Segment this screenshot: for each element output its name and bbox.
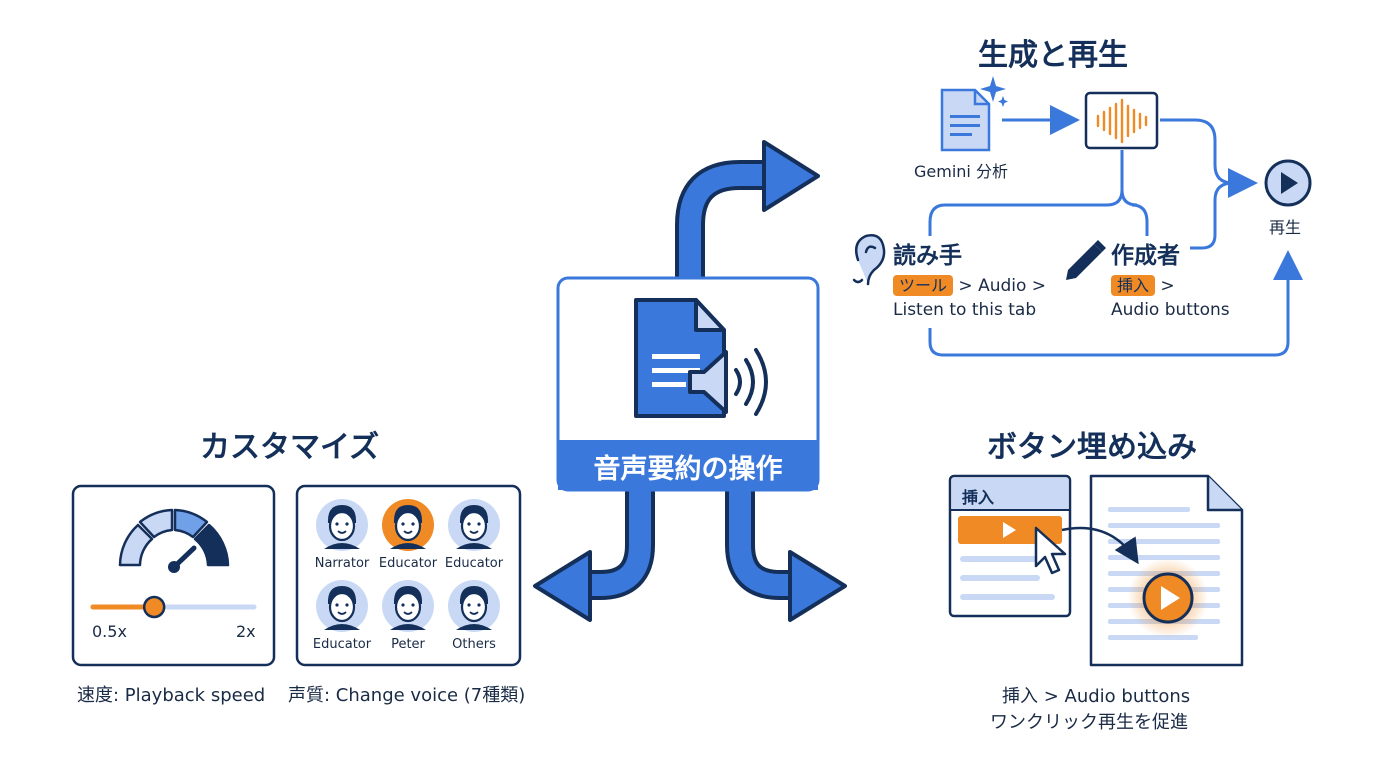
main-branch-arrows bbox=[533, 140, 847, 622]
educator-female-avatar-icon[interactable] bbox=[382, 499, 434, 551]
center-card bbox=[556, 276, 820, 492]
gemini-analysis-label: Gemini 分析 bbox=[914, 162, 1008, 181]
voice-name-label: Educator bbox=[312, 637, 372, 652]
cursor-pointer-icon bbox=[1034, 526, 1067, 575]
educator-avatar-icon[interactable] bbox=[316, 580, 368, 632]
embed-title: ボタン埋め込み bbox=[987, 430, 1197, 465]
others-avatar-icon[interactable] bbox=[448, 580, 500, 632]
creator-menu-path: 挿入 > bbox=[1111, 272, 1175, 296]
voice-name-label: Educator bbox=[444, 556, 504, 571]
ear-icon bbox=[852, 234, 886, 286]
speed-slider-thumb bbox=[142, 595, 166, 619]
reader-path-rest: > Audio > bbox=[958, 276, 1047, 296]
embed-section bbox=[948, 474, 1244, 667]
branch-line bbox=[928, 150, 1124, 236]
embed-caption-line1: 挿入 > Audio buttons bbox=[1002, 686, 1191, 707]
speed-slider[interactable] bbox=[90, 595, 257, 619]
creator-insert-tag: 挿入 bbox=[1111, 275, 1156, 296]
speed-min-label: 0.5x bbox=[92, 622, 127, 641]
arrow-head-down-right bbox=[788, 550, 847, 622]
voice-name-label: Narrator bbox=[314, 556, 370, 571]
creator-path-line2: Audio buttons bbox=[1111, 300, 1230, 320]
sparkle-small-icon bbox=[998, 96, 1008, 107]
arrow-reader-to-play bbox=[928, 250, 1303, 357]
narrator-avatar-icon[interactable] bbox=[316, 499, 368, 551]
speed-caption: 速度: Playback speed bbox=[77, 685, 266, 706]
speed-max-label: 2x bbox=[236, 622, 256, 641]
insert-menu-header: 挿入 bbox=[962, 488, 995, 507]
pencil-icon bbox=[1066, 240, 1106, 280]
generate-section-title: 生成と再生 bbox=[978, 38, 1128, 73]
play-label: 再生 bbox=[1269, 218, 1302, 237]
customize-section bbox=[71, 484, 522, 667]
arrow-head-down-left bbox=[533, 550, 592, 622]
audio-wave-icon bbox=[1096, 98, 1148, 144]
voice-name-label: Educator bbox=[378, 556, 438, 571]
reader-title: 読み手 bbox=[893, 243, 962, 269]
voice-avatar-grid bbox=[316, 499, 500, 632]
center-title: 音声要約の操作 bbox=[593, 454, 783, 485]
speed-card bbox=[71, 484, 276, 667]
arrow-head-up-right bbox=[762, 140, 820, 212]
gemini-document-icon bbox=[940, 88, 991, 152]
creator-path-rest: > bbox=[1160, 276, 1175, 296]
arrow-creator-to-play bbox=[1190, 181, 1234, 250]
sparkle-icon bbox=[980, 76, 1006, 102]
voice-caption: 声質: Change voice (7種類) bbox=[288, 685, 526, 706]
reader-tools-tag: ツール bbox=[893, 275, 954, 296]
speedometer-icon bbox=[118, 508, 230, 573]
document-audio-icon bbox=[634, 298, 768, 418]
insert-arrow bbox=[1061, 526, 1139, 565]
voice-name-label: Others bbox=[452, 637, 496, 652]
educator-male-avatar-icon[interactable] bbox=[448, 499, 500, 551]
reader-menu-path: ツール > Audio > bbox=[893, 272, 1046, 296]
embed-caption-line2: ワンクリック再生を促進 bbox=[990, 712, 1188, 733]
reader-path-line2: Listen to this tab bbox=[893, 300, 1037, 320]
generate-play-flow bbox=[852, 76, 1312, 357]
peter-avatar-icon[interactable] bbox=[382, 580, 434, 632]
customize-title: カスタマイズ bbox=[200, 430, 380, 465]
arrow-audio-to-play bbox=[1160, 118, 1258, 198]
voice-name-label: Peter bbox=[391, 637, 425, 652]
creator-title: 作成者 bbox=[1111, 243, 1180, 269]
